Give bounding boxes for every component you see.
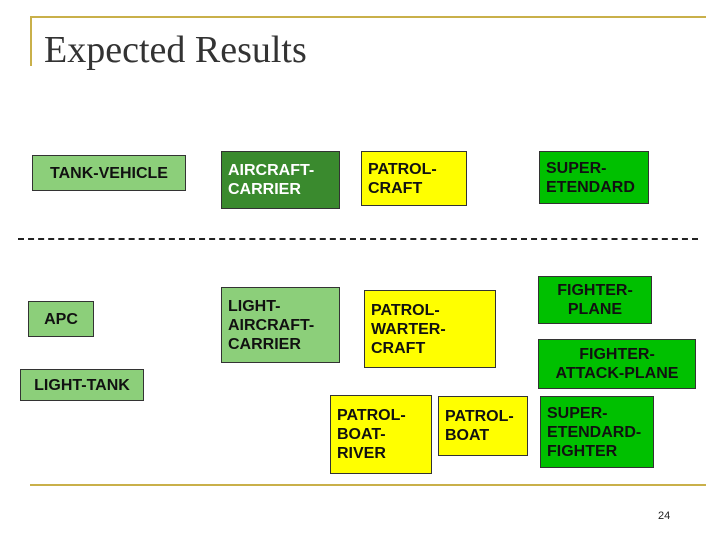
left-frame-line <box>30 16 32 66</box>
page-number: 24 <box>658 510 671 522</box>
box-apc: APC <box>28 301 94 337</box>
box-patrol-warter-craft: PATROL- WARTER- CRAFT <box>364 290 496 368</box>
box-patrol-craft: PATROL- CRAFT <box>361 151 467 206</box>
box-fighter-attack-plane: FIGHTER- ATTACK-PLANE <box>538 339 696 389</box>
bottom-frame-line <box>30 484 706 486</box>
box-light-tank: LIGHT-TANK <box>20 369 144 401</box>
box-light-aircraft-carrier: LIGHT- AIRCRAFT- CARRIER <box>221 287 340 363</box>
box-super-etendard: SUPER- ETENDARD <box>539 151 649 204</box>
slide-title: Expected Results <box>44 29 307 71</box>
top-frame-line <box>30 16 706 18</box>
box-patrol-boat-river: PATROL- BOAT- RIVER <box>330 395 432 474</box>
box-patrol-boat: PATROL- BOAT <box>438 396 528 456</box>
box-tank-vehicle: TANK-VEHICLE <box>32 155 186 191</box>
divider-dashed-line <box>18 238 698 240</box>
box-aircraft-carrier: AIRCRAFT- CARRIER <box>221 151 340 209</box>
box-fighter-plane: FIGHTER- PLANE <box>538 276 652 324</box>
box-super-etendard-fighter: SUPER- ETENDARD- FIGHTER <box>540 396 654 468</box>
